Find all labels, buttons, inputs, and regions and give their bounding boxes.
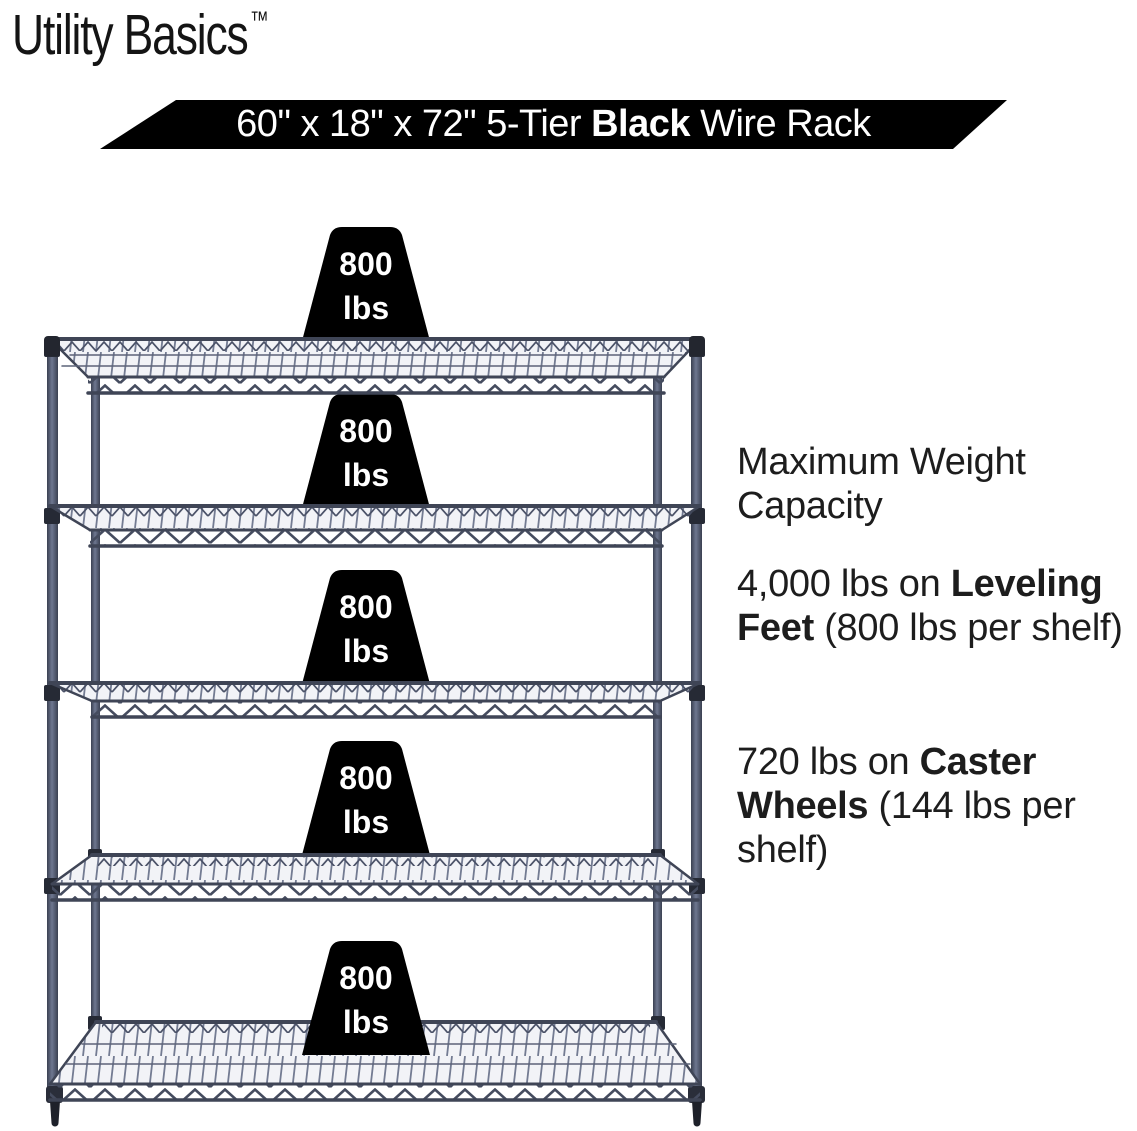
post-cap-left bbox=[44, 336, 60, 356]
shelf-tier-1 bbox=[48, 337, 702, 395]
badge-value: 800 bbox=[339, 760, 392, 796]
post-right-outer bbox=[691, 352, 702, 1088]
brand-logo: Utility Basics™ bbox=[12, 2, 269, 68]
weight-icon bbox=[302, 227, 430, 341]
weight-icon bbox=[302, 394, 430, 508]
badge-value: 800 bbox=[339, 960, 392, 996]
badge-unit: lbs bbox=[343, 804, 389, 840]
post-left-outer bbox=[47, 352, 58, 1088]
weight-badge-3: 800 lbs bbox=[302, 570, 430, 684]
leveling-feet-capacity-text: 4,000 lbs on Leveling Feet (800 lbs per … bbox=[737, 563, 1123, 649]
title-banner-text: 60" x 18" x 72" 5-Tier Black Wire Rack bbox=[236, 103, 871, 145]
shelf-tier-3 bbox=[48, 681, 702, 719]
weight-badge-2: 800 lbs bbox=[302, 394, 430, 508]
post-caps bbox=[44, 336, 705, 356]
weight-badge-5: 800 lbs bbox=[302, 941, 430, 1055]
badge-unit: lbs bbox=[343, 290, 389, 326]
badge-value: 800 bbox=[339, 246, 392, 282]
max-weight-capacity-heading: Maximum Weight Capacity bbox=[737, 441, 1026, 527]
caster-wheels-capacity-text: 720 lbs on Caster Wheels (144 lbs per sh… bbox=[737, 741, 1076, 871]
badge-unit: lbs bbox=[343, 633, 389, 669]
badge-value: 800 bbox=[339, 413, 392, 449]
title-banner: 60" x 18" x 72" 5-Tier Black Wire Rack bbox=[100, 100, 1007, 149]
weight-badge-4: 800 lbs bbox=[302, 741, 430, 855]
weight-icon bbox=[302, 570, 430, 684]
weight-icon bbox=[302, 741, 430, 855]
badge-value: 800 bbox=[339, 589, 392, 625]
shelf-tier-4 bbox=[50, 853, 700, 902]
post-cap-right bbox=[689, 336, 705, 356]
trademark-symbol: ™ bbox=[249, 7, 269, 34]
badge-unit: lbs bbox=[343, 1004, 389, 1040]
weight-icon bbox=[302, 941, 430, 1055]
brand-name: Utility Basics bbox=[12, 3, 249, 67]
weight-badge-1: 800 lbs bbox=[302, 227, 430, 341]
shelf-tier-2 bbox=[48, 504, 702, 548]
badge-unit: lbs bbox=[343, 457, 389, 493]
